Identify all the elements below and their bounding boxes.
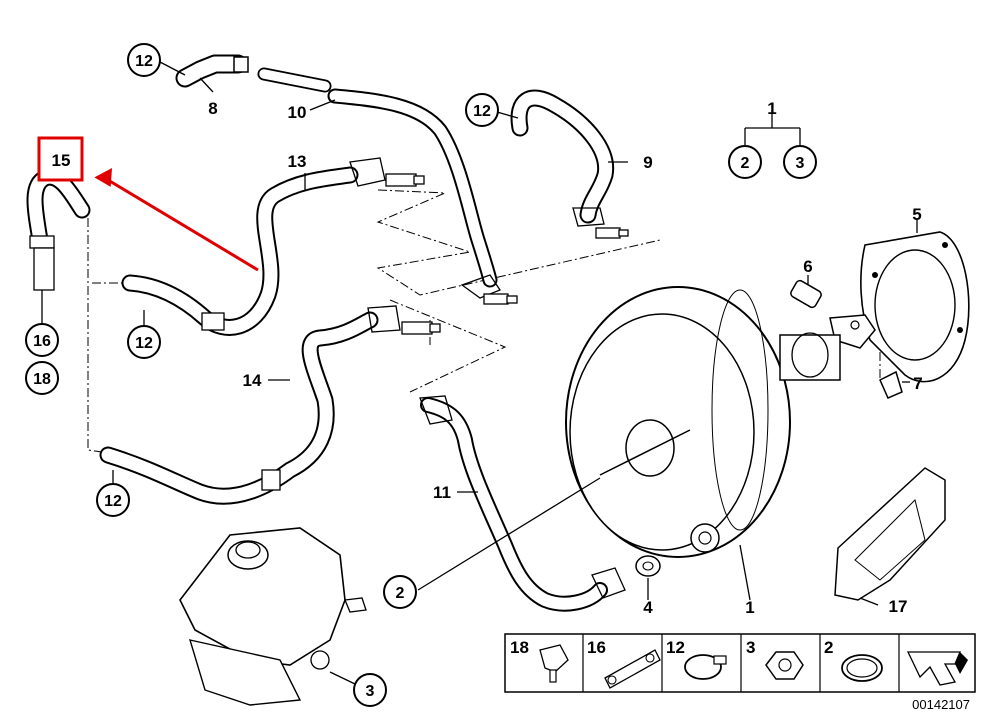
legend-item-12: 12: [666, 638, 727, 680]
callout-3-bottom: 3: [353, 673, 387, 707]
callout-13: 13: [288, 152, 307, 171]
arrow-icon: [906, 651, 968, 686]
clip-7: [879, 370, 903, 399]
svg-text:18: 18: [510, 638, 529, 657]
legend-item-arrow: [906, 651, 968, 686]
callout-3-top: 3: [783, 145, 817, 179]
svg-text:3: 3: [796, 155, 805, 172]
bracket-17: [834, 467, 946, 601]
svg-text:18: 18: [33, 371, 51, 388]
callout-6: 6: [803, 257, 812, 276]
callout-11: 11: [433, 483, 451, 502]
svg-text:2: 2: [824, 638, 833, 657]
callout-7: 7: [913, 374, 922, 393]
callout-5: 5: [912, 205, 921, 224]
fluid-reservoir: [179, 527, 367, 706]
hose-15: [26, 168, 91, 291]
svg-text:12: 12: [135, 53, 153, 70]
svg-text:12: 12: [135, 335, 153, 352]
callout-14: 14: [243, 371, 262, 390]
hose-clamp-icon: [684, 654, 727, 680]
callout-leaders: [41, 61, 918, 685]
hose-13: [121, 157, 425, 336]
svg-text:12: 12: [666, 638, 685, 657]
legend-item-3: 3: [746, 638, 804, 680]
hoses: [26, 54, 629, 612]
legend-table: 18 16 12 3: [504, 633, 976, 693]
callout-15: 15: [52, 151, 71, 170]
callout-2-bottom: 2: [383, 575, 417, 609]
gasket-5: [860, 231, 970, 383]
callout-4: 4: [643, 598, 653, 617]
callout-8: 8: [208, 99, 217, 118]
hose-10-tube: [257, 67, 332, 93]
hose-8: [175, 54, 249, 88]
highlight-arrow: [94, 168, 259, 272]
hose-14: [99, 305, 441, 505]
hose-11: [419, 395, 626, 612]
callout-2-top: 2: [728, 145, 762, 179]
brake-booster-1: [565, 286, 841, 558]
grommet-4: [635, 555, 661, 577]
svg-text:12: 12: [104, 493, 122, 510]
callout-12-c: 12: [127, 325, 161, 359]
diagram-id: 00142107: [912, 697, 970, 712]
callout-12-b: 12: [465, 93, 499, 127]
svg-text:16: 16: [587, 638, 606, 657]
callout-1-bottom: 1: [745, 598, 754, 617]
svg-text:2: 2: [741, 155, 750, 172]
legend-item-2: 2: [824, 638, 883, 682]
clip-icon: [539, 644, 569, 683]
hose-10: [327, 88, 518, 305]
svg-text:16: 16: [33, 333, 51, 350]
svg-text:2: 2: [396, 585, 405, 602]
callout-10: 10: [288, 103, 307, 122]
svg-text:12: 12: [473, 103, 491, 120]
svg-text:3: 3: [746, 638, 755, 657]
hose-9: [510, 89, 629, 239]
bracket-icon: [604, 649, 661, 689]
svg-text:3: 3: [366, 683, 375, 700]
legend-item-18: 18: [510, 638, 569, 683]
highlight-15: 15: [37, 136, 84, 182]
callout-12-d: 12: [96, 483, 130, 517]
pin-6: [790, 279, 876, 349]
callout-9: 9: [643, 153, 652, 172]
callout-16: 16: [25, 323, 59, 357]
seal-ring-icon: [841, 654, 883, 682]
nut-icon: [765, 651, 804, 680]
callout-17: 17: [889, 597, 908, 616]
legend-item-16: 16: [587, 638, 661, 689]
callout-1-top: 1: [767, 99, 776, 118]
callout-12-a: 12: [127, 43, 161, 77]
callout-18: 18: [25, 361, 59, 395]
